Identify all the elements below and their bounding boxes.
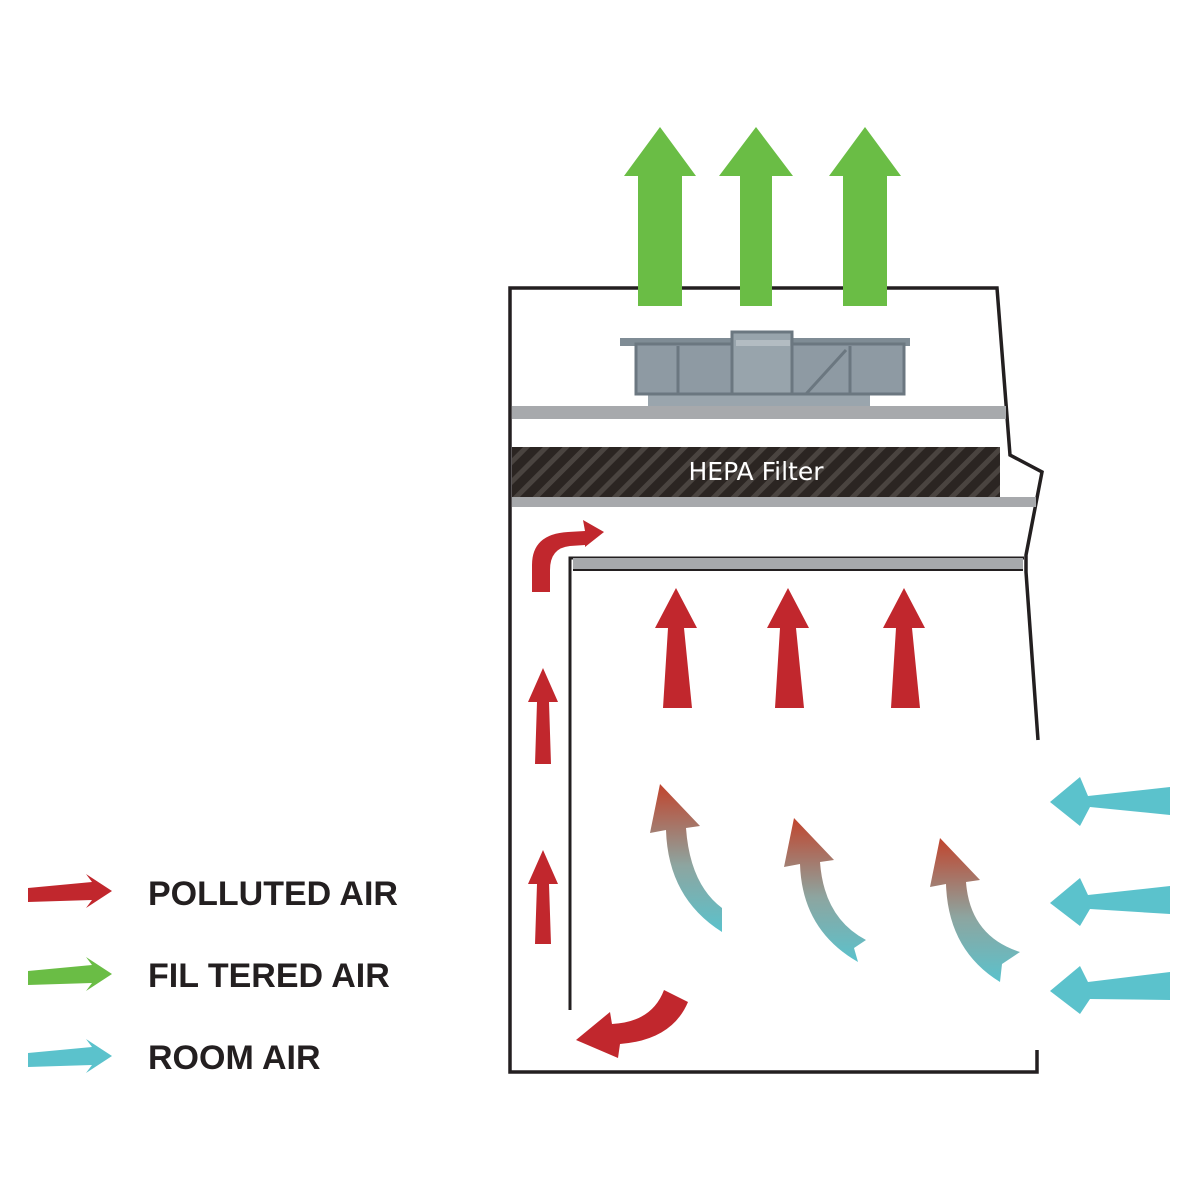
legend-polluted-icon [28, 874, 112, 908]
filter-base-shelf [512, 497, 1036, 507]
red-arrow-icon [883, 588, 925, 708]
red-curved-arrow-icon [576, 990, 688, 1058]
legend-polluted-label: POLLUTED AIR [148, 875, 398, 913]
legend-room-icon [28, 1039, 112, 1073]
cabinet-outline [508, 286, 1044, 1074]
gradient-curved-arrow-icon [650, 784, 722, 932]
exhaust-fan-icon [620, 330, 910, 406]
mixing-air-arrows [650, 784, 1020, 982]
legend-filtered-icon [28, 957, 112, 991]
green-arrow-icon [829, 127, 901, 306]
red-arrow-icon [655, 588, 697, 708]
red-arrow-icon [528, 850, 558, 944]
cyan-arrow-icon [1050, 966, 1170, 1014]
hepa-filter [512, 447, 1000, 497]
cyan-arrow-icon [1050, 878, 1170, 926]
green-arrow-icon [624, 127, 696, 306]
inner-chamber-shelf [573, 558, 1023, 569]
red-arrow-icon [528, 668, 558, 764]
filtered-air-arrows [624, 127, 901, 306]
red-arrow-icon [767, 588, 809, 708]
fan-mount-shelf [512, 406, 1006, 419]
gradient-curved-arrow-icon [784, 818, 866, 962]
legend-room-label: ROOM AIR [148, 1039, 321, 1077]
gradient-curved-arrow-icon [930, 838, 1020, 982]
green-arrow-icon [719, 127, 793, 306]
hepa-filter-label: HEPA Filter [688, 457, 824, 486]
legend-filtered-label: FIL TERED AIR [148, 957, 390, 995]
cyan-arrow-icon [1050, 777, 1170, 826]
room-air-arrows [1050, 777, 1170, 1014]
polluted-air-arrows [528, 520, 925, 1058]
red-curved-arrow-icon [532, 520, 604, 592]
